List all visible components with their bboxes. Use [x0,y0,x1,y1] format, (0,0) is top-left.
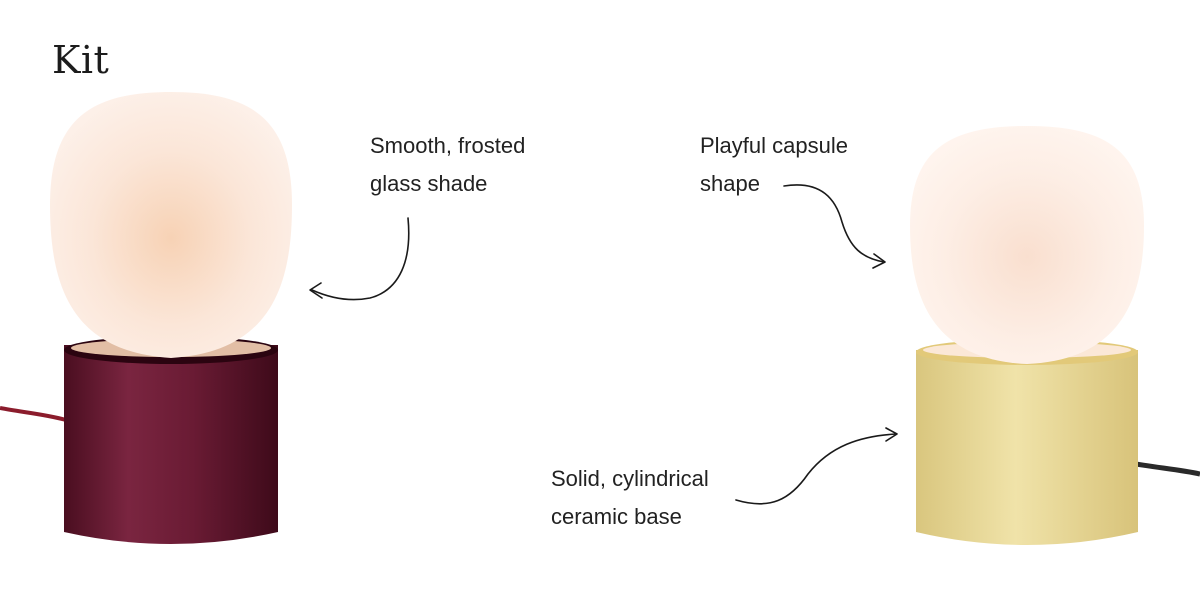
plum-lamp-image [0,92,292,544]
plum-lamp-base [64,345,278,544]
butter-lamp-base [916,350,1138,545]
butter-lamp-cord [1135,461,1200,477]
callout-glass-shade: Smooth, frosted glass shade [370,127,525,203]
callout-capsule-shape: Playful capsule shape [700,127,848,203]
callout-capsule-shape-line2: shape [700,171,760,196]
plum-lamp-shade [50,92,292,358]
product-title: Kit [52,38,110,82]
callout-glass-shade-line2: glass shade [370,171,488,196]
callout-ceramic-base-line1: Solid, cylindrical [551,466,709,491]
callout-ceramic-base: Solid, cylindrical ceramic base [551,460,709,536]
callout-capsule-shape-line1: Playful capsule [700,133,848,158]
callout-ceramic-base-line2: ceramic base [551,504,682,529]
butter-lamp-shade [910,126,1144,364]
butter-lamp-image [910,126,1200,545]
plum-lamp-cord [0,406,67,422]
shade-arrow [309,217,410,301]
callout-glass-shade-line1: Smooth, frosted [370,133,526,158]
capsule-arrow [783,184,886,269]
base-arrow [735,427,898,505]
